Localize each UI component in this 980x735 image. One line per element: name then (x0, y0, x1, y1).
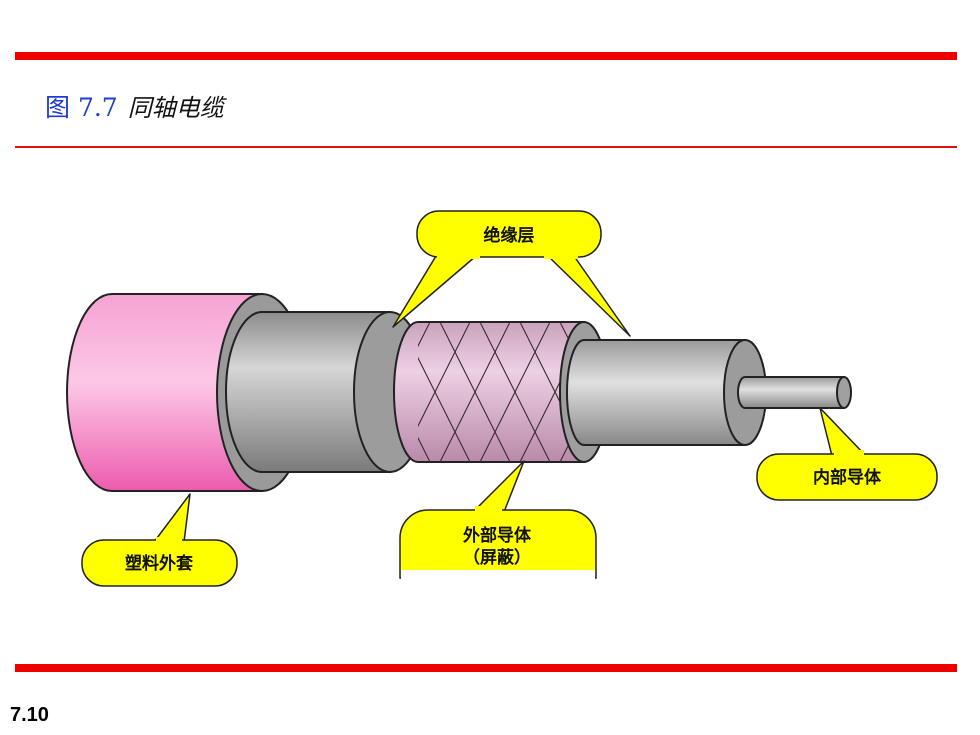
callout-insulation: 绝缘层 (392, 210, 631, 337)
inner-dielectric (566, 339, 767, 446)
label-outer-conductor-line1: 外部导体 (463, 525, 532, 546)
figure-caption: 同轴电缆 (127, 94, 224, 122)
label-outer-conductor-line2: （屏蔽） (463, 547, 531, 568)
callout-outer-conductor: 外部导体 （屏蔽） (399, 460, 597, 580)
page-number: 7.10 (10, 704, 49, 726)
inner-conductor-wire (737, 376, 852, 409)
figure-number: 图 7.7 (45, 93, 118, 122)
callout-jacket: 塑料外套 (81, 493, 238, 587)
callout-inner-conductor: 内部导体 (756, 407, 938, 501)
label-inner-conductor: 内部导体 (813, 467, 882, 488)
label-jacket: 塑料外套 (125, 553, 194, 574)
title-rule (15, 146, 957, 148)
bottom-rule (15, 664, 957, 672)
figure-title: 图 7.7 同轴电缆 (45, 88, 224, 128)
label-insulation: 绝缘层 (484, 225, 535, 246)
top-rule (15, 52, 957, 60)
